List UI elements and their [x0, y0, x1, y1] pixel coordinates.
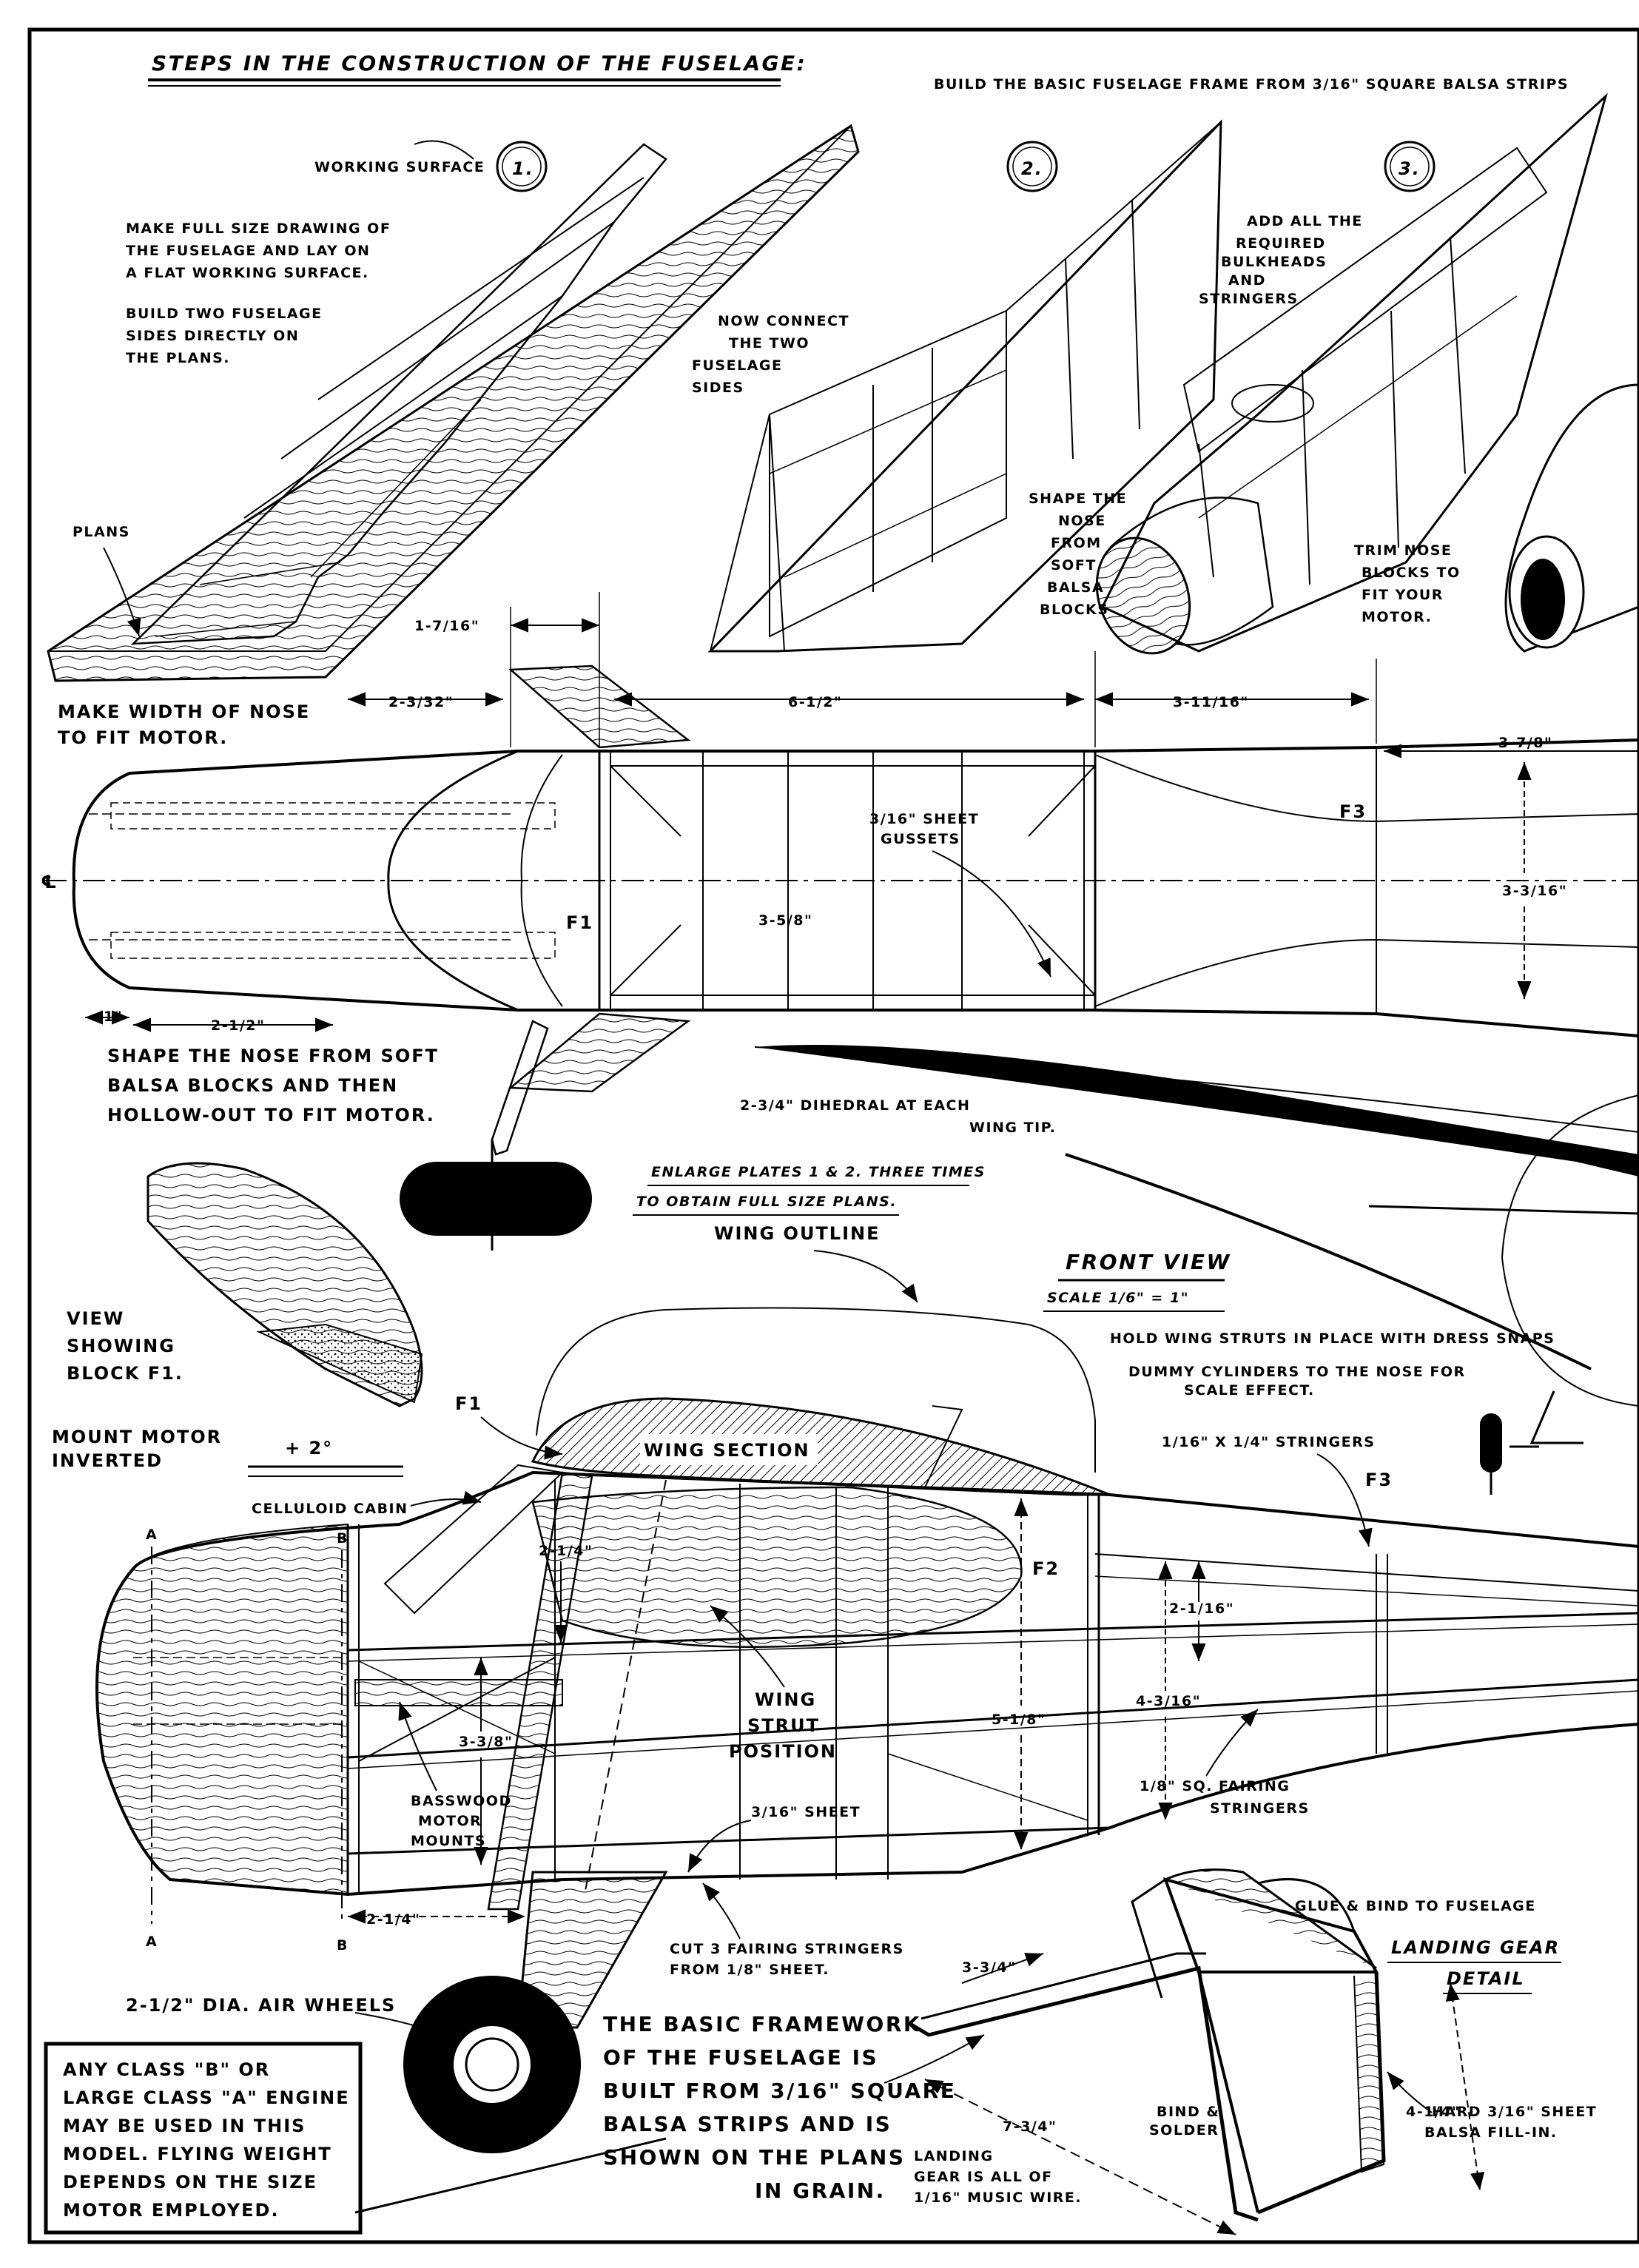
dim-2-1-16: 2-1/16": [1169, 1601, 1234, 1617]
wing-strut-label: WING STRUT POSITION: [729, 1689, 837, 1762]
landing-gear-detail-drawing: [909, 1868, 1386, 2222]
bulkhead-f2: F2: [1032, 1558, 1060, 1579]
block-f1-drawing: [147, 1162, 423, 1407]
shape-nose-hollow-note: SHAPE THE NOSE FROM SOFT BALSA BLOCKS AN…: [107, 1046, 446, 1125]
add-bulkheads-note: ADD ALL THE REQUIRED BULKHEADS AND STRIN…: [1199, 213, 1369, 307]
section-a-bottom: A: [146, 1934, 158, 1950]
dihedral-note: 2-3/4" DIHEDRAL AT EACH WING TIP.: [740, 1097, 1056, 1136]
wing-outline-label: WING OUTLINE: [714, 1223, 881, 1244]
step-3-circle: [1384, 141, 1436, 192]
sheet-3-16-label: 3/16" SHEET: [751, 1804, 861, 1820]
dim-2-1-2: 2-1/2": [211, 1017, 265, 1034]
plans-label: PLANS: [73, 524, 130, 540]
hard-sheet-note: HARD 3/16" SHEET BALSA FILL-IN.: [1424, 2104, 1603, 2141]
front-view-label: FRONT VIEW: [1066, 1250, 1231, 1274]
step-2-drawing: [707, 119, 1222, 653]
music-wire-note: LANDING GEAR IS ALL OF 1/16" MUSIC WIRE.: [914, 2148, 1082, 2206]
dim-gear-2-1-4: 2-1/4": [366, 1911, 420, 1928]
step-4-partial-drawing: [1504, 383, 1639, 653]
page-title: STEPS IN THE CONSTRUCTION OF THE FUSELAG…: [152, 51, 807, 75]
step-2-number: 2.: [1021, 158, 1043, 179]
dim-3-11-16: 3-11/16": [1173, 694, 1249, 710]
top-view-gear: [400, 1020, 592, 1251]
gussets-note: 3/16" SHEET GUSSETS: [869, 811, 985, 847]
dim-5-1-8: 5-1/8": [992, 1712, 1046, 1728]
step-1-number: 1.: [512, 158, 534, 179]
engine-note-text: ANY CLASS "B" OR LARGE CLASS "A" ENGINE …: [63, 2059, 357, 2221]
step-2-circle: [1006, 141, 1058, 192]
top-view-fuselage: [44, 664, 1639, 1093]
make-width-note: MAKE WIDTH OF NOSE TO FIT MOTOR.: [58, 701, 318, 748]
dim-4-3-16: 4-3/16": [1136, 1693, 1201, 1709]
shape-nose-note: SHAPE THE NOSE FROM SOFT BALSA BLOCKS: [1029, 491, 1133, 618]
step-3-number: 3.: [1399, 158, 1421, 179]
engine-note-box: [44, 2042, 363, 2235]
trim-nose-note: TRIM NOSE BLOCKS TO FIT YOUR MOTOR.: [1354, 542, 1467, 625]
bulkhead-f3-side: F3: [1365, 1470, 1393, 1490]
page-border: [27, 27, 1639, 2244]
wing-struts-note: HOLD WING STRUTS IN PLACE WITH DRESS SNA…: [1110, 1330, 1555, 1347]
view-block-f1-note: VIEW SHOWING BLOCK F1.: [67, 1308, 184, 1384]
side-view-fuselage: [95, 1307, 1639, 2029]
dim-3-3-8: 3-3/8": [459, 1734, 513, 1750]
basswood-mounts-note: BASSWOOD MOTOR MOUNTS: [411, 1793, 518, 1849]
air-wheels-label: 2-1/2" DIA. AIR WHEELS: [126, 1995, 396, 2016]
dim-gear-3-3-4: 3-3/4": [962, 1959, 1016, 1976]
step-1-circle: [496, 141, 548, 192]
step-3-drawing: [1095, 92, 1608, 655]
front-view-scale: SCALE 1/6" = 1": [1047, 1290, 1189, 1306]
stringers-label: 1/16" X 1/4" STRINGERS: [1162, 1434, 1375, 1450]
dim-3-3-16: 3-3/16": [1502, 883, 1567, 899]
bind-solder-note: BIND & SOLDER: [1149, 2104, 1226, 2139]
build-two-sides-note: BUILD TWO FUSELAGE SIDES DIRECTLY ON THE…: [126, 306, 329, 366]
wing-section-label: WING SECTION: [644, 1440, 810, 1461]
mount-motor-note: MOUNT MOTOR INVERTED: [52, 1427, 229, 1471]
section-b-top: B: [337, 1530, 349, 1547]
cut-fairing-note: CUT 3 FAIRING STRINGERS FROM 1/8" SHEET.: [670, 1941, 910, 1978]
bulkhead-f1-side: F1: [455, 1393, 482, 1414]
dim-3-5-8: 3-5/8": [758, 912, 812, 929]
front-view-wing: [754, 1045, 1639, 1495]
dummy-cylinders-note: DUMMY CYLINDERS TO THE NOSE FOR SCALE EF…: [1128, 1364, 1472, 1399]
dim-6-1-2: 6-1/2": [788, 694, 842, 710]
bulkhead-f3-top: F3: [1339, 801, 1367, 822]
bulkhead-f1-top: F1: [566, 912, 593, 933]
section-b-bottom: B: [337, 1937, 349, 1954]
working-surface-label: WORKING SURFACE: [314, 159, 485, 175]
step-1-drawing: [47, 124, 860, 682]
dim-1-7-16: 1-7/16": [414, 618, 479, 634]
section-a-top: A: [146, 1527, 158, 1543]
now-connect-note: NOW CONNECT THE TWO FUSELAGE SIDES: [692, 313, 855, 396]
make-full-size-note: MAKE FULL SIZE DRAWING OF THE FUSELAGE A…: [126, 221, 397, 281]
framework-note: THE BASIC FRAMEWORK OF THE FUSELAGE IS B…: [603, 2012, 966, 2203]
air-wheel-drawing: [354, 1976, 667, 2214]
dim-3-7-8: 3-7/8": [1498, 735, 1552, 751]
celluloid-cabin-label: CELLULOID CABIN: [252, 1501, 408, 1517]
build-frame-note: BUILD THE BASIC FUSELAGE FRAME FROM 3/16…: [934, 76, 1569, 92]
dim-cabin-2-1-4: 2-1/4": [539, 1543, 593, 1559]
glue-bind-note: GLUE & BIND TO FUSELAGE: [1295, 1898, 1536, 1914]
dim-2-3-32: 2-3/32": [388, 694, 454, 710]
dim-1: 1": [104, 1009, 123, 1025]
fairing-stringers-note: 1/8" SQ. FAIRING STRINGERS: [1140, 1778, 1310, 1817]
enlarge-note: ENLARGE PLATES 1 & 2. THREE TIMES TO OBT…: [636, 1164, 992, 1210]
centerline-symbol: ℄: [41, 872, 58, 892]
thrust-angle: + 2°: [285, 1438, 333, 1458]
